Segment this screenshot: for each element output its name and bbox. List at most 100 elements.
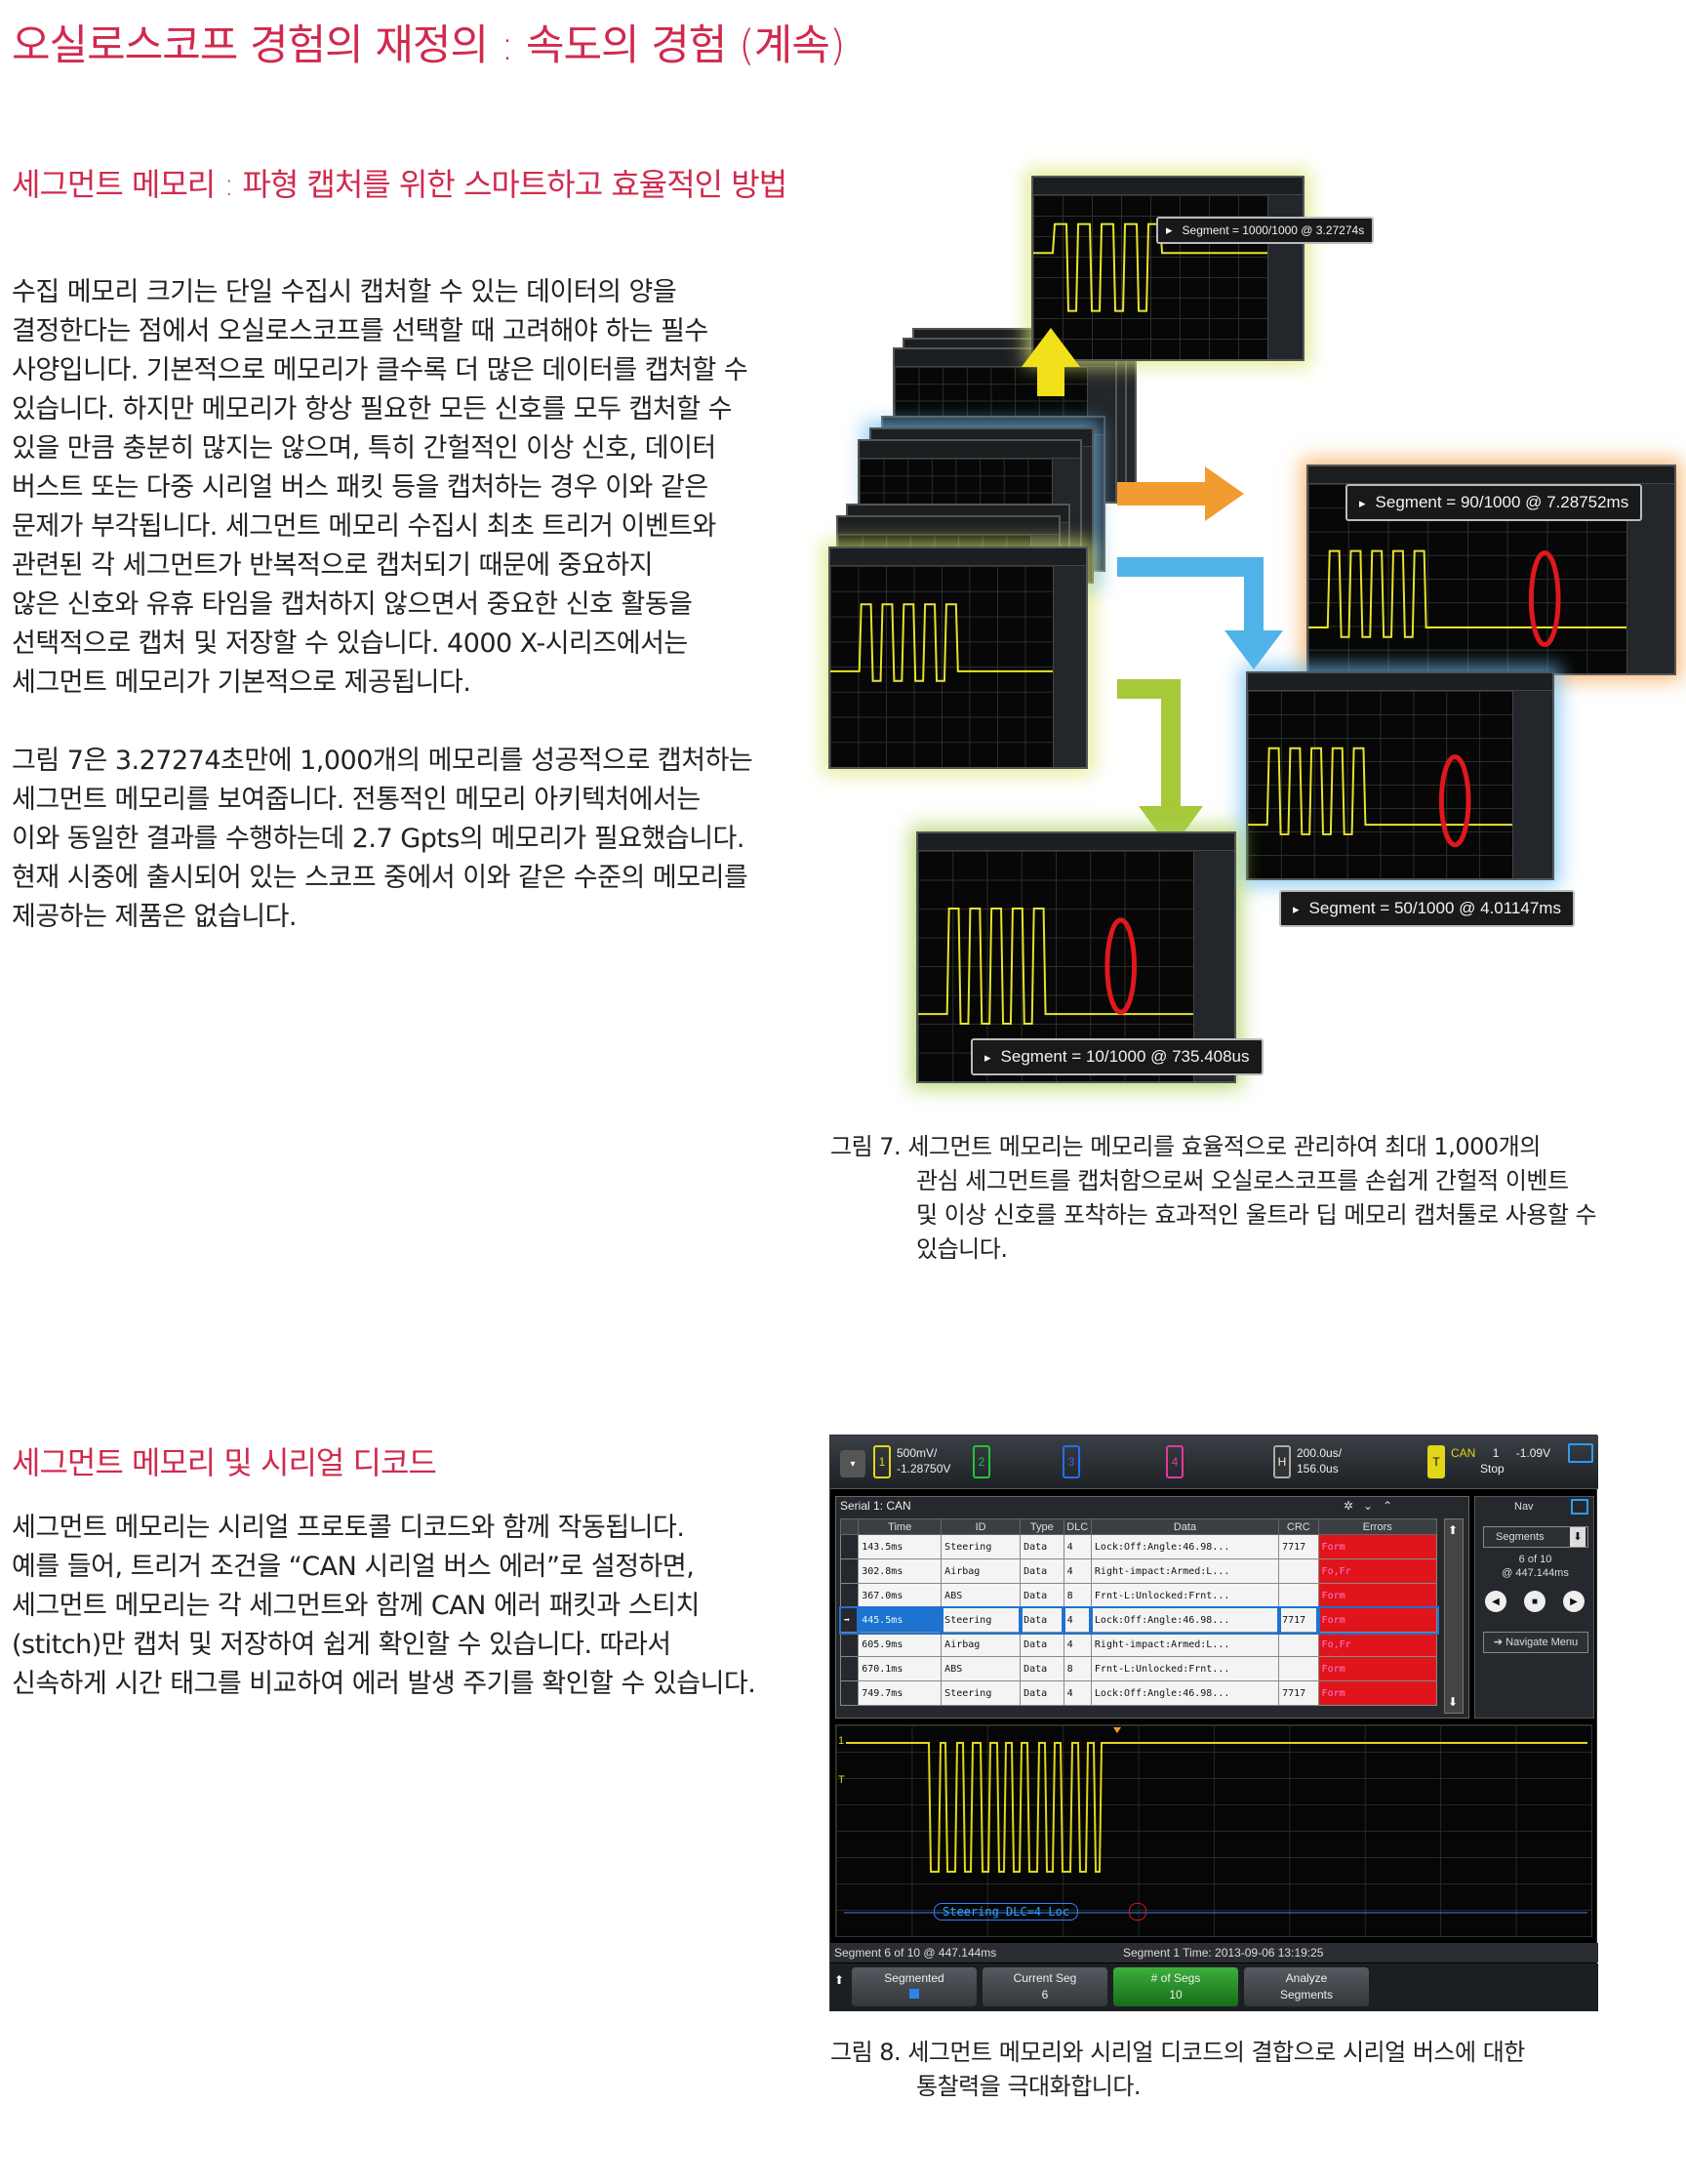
table-cell: Form: [1317, 1680, 1438, 1706]
up-arrow-yellow: [1022, 328, 1080, 396]
caption-line: 그림 8. 세그먼트 메모리와 시리얼 디코드의 결합으로 시리얼 버스에 대한: [830, 2039, 1525, 2066]
anomaly-marker: [1438, 754, 1471, 848]
table-cell: 8: [1063, 1583, 1092, 1608]
next-segment-icon[interactable]: ▶: [1563, 1591, 1585, 1612]
nav-mode-icon[interactable]: [1571, 1499, 1588, 1515]
table-cell: Data: [1020, 1534, 1064, 1559]
table-cell: Form: [1317, 1583, 1438, 1608]
trace-waveform: [1308, 549, 1627, 648]
display-mode-icon[interactable]: [1568, 1443, 1593, 1463]
scroll-up-icon[interactable]: ⬆: [1448, 1523, 1459, 1537]
right-down-arrow-blue: [1117, 557, 1283, 669]
text-line: 않은 신호와 유휴 타임을 캡처하지 않으면서 중요한 신호 활동을: [12, 589, 693, 620]
softkey-analyze-segments[interactable]: Analyze Segments: [1244, 1967, 1369, 2006]
segment-count: 6 of 10: [1518, 1554, 1552, 1565]
table-cell: Right-impact:Armed:L...: [1090, 1558, 1280, 1584]
caption-line: 통찰력을 극대화합니다.: [916, 2073, 1142, 2100]
table-cell: Airbag: [941, 1632, 1022, 1657]
figure-8-caption: 그림 8. 세그먼트 메모리와 시리얼 디코드의 결합으로 시리얼 버스에 대한…: [830, 2036, 1525, 2104]
table-cell: 7717: [1276, 1605, 1321, 1635]
horizontal-indicator[interactable]: H: [1273, 1445, 1291, 1478]
paragraph-segment-memory-intro: 수집 메모리 크기는 단일 수집시 캡처할 수 있는 데이터의 양을 결정한다는…: [12, 273, 792, 703]
text-line: 버스트 또는 다중 시리얼 버스 패킷 등을 캡처하는 경우 이와 같은: [12, 472, 708, 503]
segment-label-90: ▸Segment = 90/1000 @ 7.28752ms: [1345, 484, 1643, 521]
table-cell: Data: [1020, 1656, 1064, 1681]
row-marker: [839, 1680, 860, 1706]
ch1-scale: 500mV/ -1.28750V: [897, 1446, 951, 1476]
softkey-bar: ⬆ Segmented Current Seg 6 # of Segs 10 A…: [830, 1963, 1598, 2011]
lister-scrollbar[interactable]: ⬆ ⬇: [1444, 1518, 1464, 1714]
table-cell: Lock:Off:Angle:46.98...: [1090, 1534, 1280, 1559]
page-title: 오실로스코프 경험의 재정의 : 속도의 경험 (계속): [12, 21, 846, 70]
table-header: Errors: [1317, 1518, 1438, 1535]
table-cell: Frnt-L:Unlocked:Frnt...: [1090, 1656, 1280, 1681]
table-cell: [1278, 1558, 1319, 1584]
table-cell: Right-impact:Armed:L...: [1090, 1632, 1280, 1657]
right-arrow-orange: [1117, 466, 1244, 521]
trigger-level-marker: T: [838, 1774, 845, 1786]
previous-segment-icon[interactable]: ◀: [1485, 1591, 1506, 1612]
status-segment-time: Segment 1 Time: 2013-09-06 13:19:25: [1123, 1946, 1324, 1960]
text-line: 세그먼트 메모리를 보여줍니다. 전통적인 메모리 아키텍처에서는: [12, 785, 701, 815]
navigate-menu-button[interactable]: ➔ Navigate Menu: [1483, 1632, 1588, 1653]
decode-packet-label[interactable]: Steering DLC=4 Loc: [934, 1903, 1079, 1921]
text-line: 그림 7은 3.27274초만에 1,000개의 메모리를 성공적으로 캡처하는: [12, 746, 753, 776]
text-line: 세그먼트 메모리가 기본적으로 제공됩니다.: [12, 667, 471, 698]
table-cell: Steering: [939, 1605, 1023, 1635]
waveform-display: 1 T Steering DLC=4 Loc: [835, 1724, 1592, 1937]
scope-screen-segment-50: [1246, 671, 1554, 880]
table-cell: [1278, 1656, 1319, 1681]
softkey-num-segs[interactable]: # of Segs 10: [1113, 1967, 1238, 2006]
text-line: 신속하게 시간 태그를 비교하여 에러 발생 주기를 확인할 수 있습니다.: [12, 1669, 756, 1699]
caption-line: 그림 7. 세그먼트 메모리는 메모리를 효율적으로 관리하여 최대 1,000…: [830, 1133, 1541, 1160]
text-line: 세그먼트 메모리는 시리얼 프로토콜 디코드와 함께 작동됩니다.: [12, 1513, 685, 1543]
channel-3-indicator[interactable]: 3: [1063, 1445, 1080, 1478]
table-cell: 4: [1063, 1680, 1092, 1706]
text-line: 있습니다. 하지만 메모리가 항상 필요한 모든 신호를 모두 캡처할 수: [12, 394, 733, 425]
back-arrow-icon[interactable]: ⬆: [834, 1973, 845, 1987]
table-cell: 7717: [1278, 1534, 1319, 1559]
decode-table: Time ID Type DLC Data CRC Errors 143.5ms…: [838, 1518, 1439, 1706]
table-cell: 4: [1063, 1632, 1092, 1657]
text-line: 문제가 부각됩니다. 세그먼트 메모리 수집시 최초 트리거 이벤트와: [12, 511, 716, 542]
lister-settings-icon[interactable]: ✲ ⌄ ⌃: [1344, 1499, 1393, 1513]
stop-playback-icon[interactable]: ■: [1524, 1591, 1546, 1612]
trigger-indicator[interactable]: T: [1427, 1445, 1445, 1478]
table-cell: Form: [1317, 1656, 1438, 1681]
text-line: 이와 동일한 결과를 수행하는데 2.7 Gpts의 메모리가 필요했습니다.: [12, 824, 744, 854]
scroll-down-icon[interactable]: ⬇: [1448, 1695, 1459, 1709]
status-bar: Segment 6 of 10 @ 447.144ms Segment 1 Ti…: [830, 1943, 1598, 1962]
table-cell: Data: [1020, 1632, 1064, 1657]
scope-top-bar: ▾ 1 500mV/ -1.28750V 2 3 4 H 200.0us/ 15…: [830, 1436, 1598, 1489]
section-heading-serial-decode: 세그먼트 메모리 및 시리얼 디코드: [12, 1444, 437, 1481]
softkey-current-seg[interactable]: Current Seg 6: [983, 1967, 1107, 2006]
selected-row-arrow-icon: ➡: [838, 1605, 861, 1635]
segments-dropdown[interactable]: Segments ⬇: [1483, 1526, 1588, 1548]
channel-1-indicator[interactable]: 1: [873, 1445, 891, 1478]
row-marker: [839, 1534, 860, 1559]
table-header-marker: [839, 1518, 860, 1535]
row-marker: [839, 1583, 860, 1608]
table-cell: Fo,Fr: [1317, 1632, 1438, 1657]
table-cell: Form: [1316, 1605, 1439, 1635]
channel-2-indicator[interactable]: 2: [973, 1445, 990, 1478]
softkey-segmented[interactable]: Segmented: [852, 1967, 977, 2006]
text-line: 예를 들어, 트리거 조건을 “CAN 시리얼 버스 에러”로 설정하면,: [12, 1552, 695, 1582]
paragraph-figure7-explanation: 그림 7은 3.27274초만에 1,000개의 메모리를 성공적으로 캡처하는…: [12, 742, 792, 937]
trigger-marker-icon: [1113, 1727, 1121, 1733]
text-line: 현재 시중에 출시되어 있는 스코프 중에서 이와 같은 수준의 메모리를: [12, 863, 748, 893]
table-cell: [1278, 1583, 1319, 1608]
table-cell: 367.0ms: [858, 1583, 943, 1608]
anomaly-marker: [1528, 550, 1561, 648]
can-bus-waveform: [844, 1727, 1587, 1914]
channel-4-indicator[interactable]: 4: [1166, 1445, 1184, 1478]
table-cell: Steering: [941, 1680, 1022, 1706]
menu-dropdown-icon[interactable]: ▾: [840, 1450, 865, 1477]
